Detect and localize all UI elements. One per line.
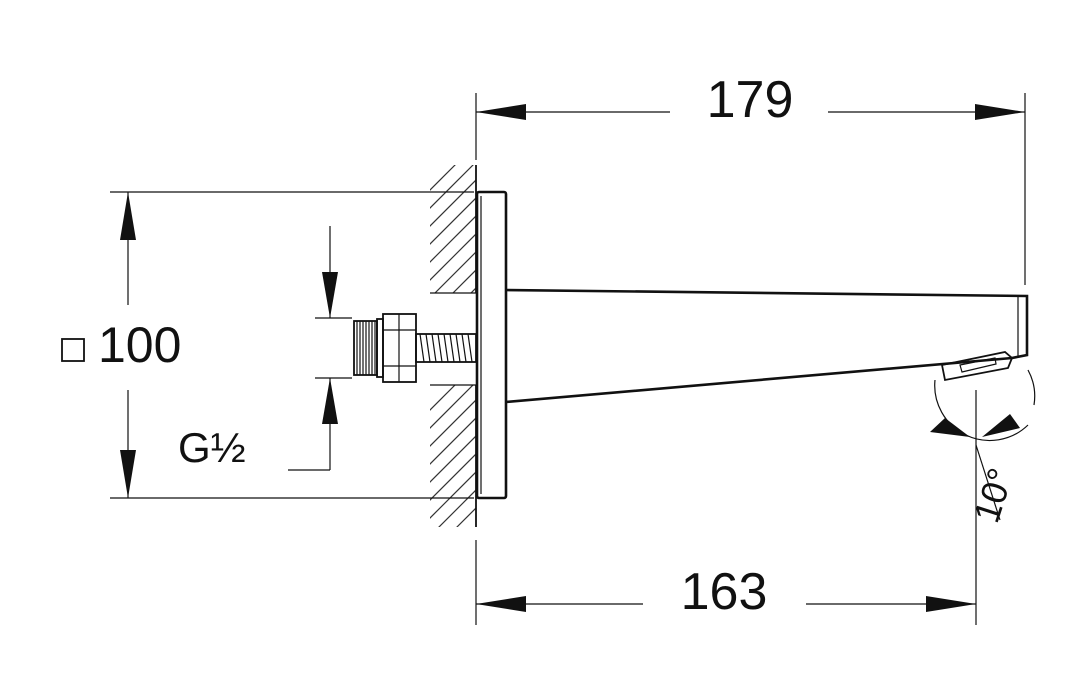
threaded-connector bbox=[353, 313, 477, 383]
dimension-label-179: 179 bbox=[707, 71, 794, 129]
angle-label: 10° bbox=[965, 463, 1021, 527]
cover-plate bbox=[475, 190, 508, 500]
dimension-spout-reach: 163 bbox=[475, 390, 977, 625]
dimension-thread: G½ bbox=[178, 226, 352, 471]
square-symbol-icon bbox=[61, 338, 85, 362]
dimension-overall-length: 179 bbox=[475, 71, 1026, 285]
dimension-label-163: 163 bbox=[681, 563, 768, 621]
spout-body bbox=[505, 288, 1029, 404]
dimension-label-100: 100 bbox=[98, 317, 181, 373]
dimension-plate-size: 100 bbox=[61, 191, 474, 499]
dimension-angle: 10° bbox=[930, 369, 1036, 528]
thread-label: G½ bbox=[178, 424, 246, 471]
